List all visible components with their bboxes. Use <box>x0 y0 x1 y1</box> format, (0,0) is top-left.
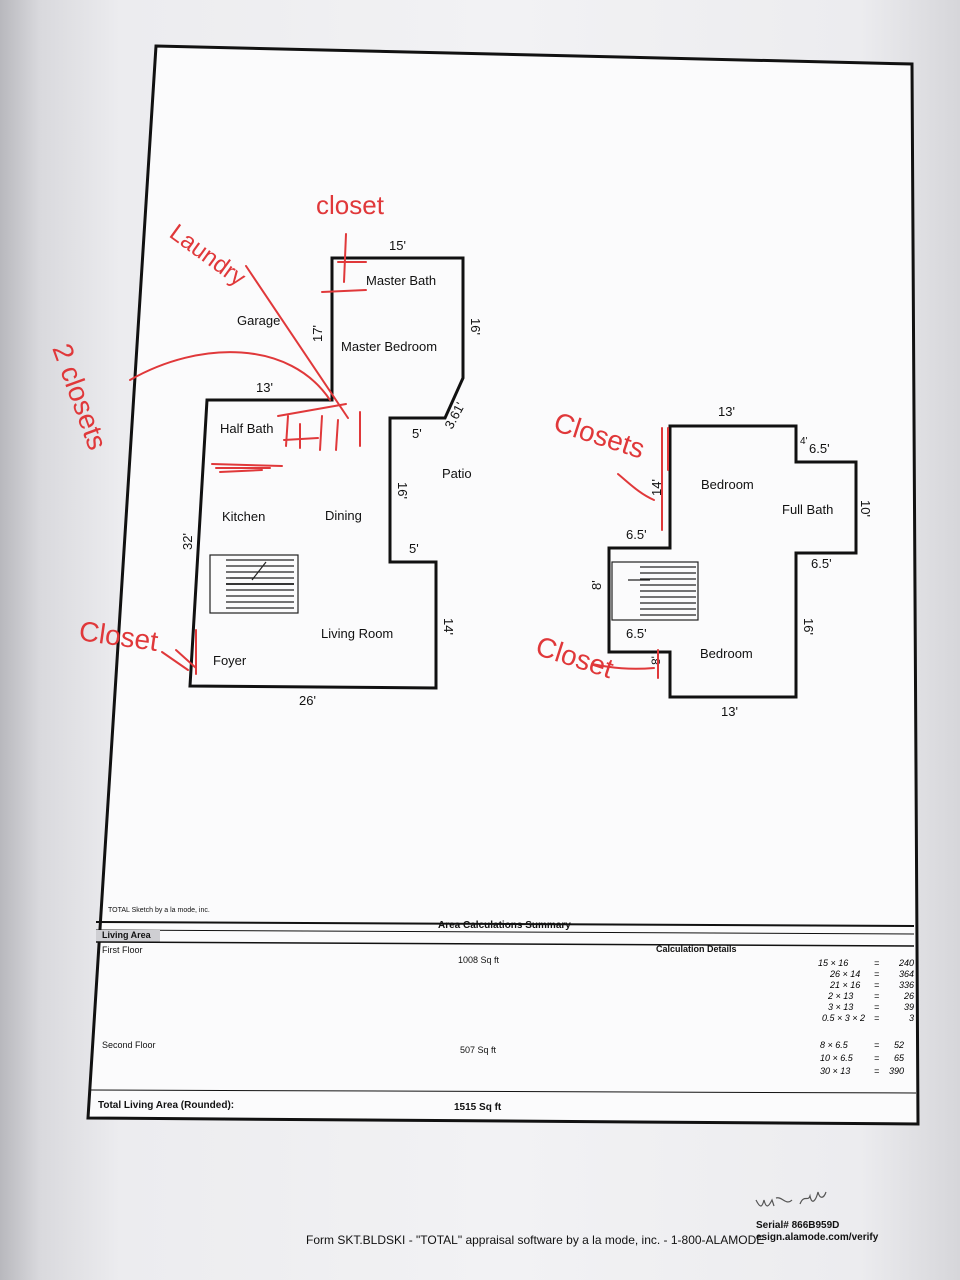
dim-bottom: 26' <box>299 693 316 708</box>
room-bedroom-top: Bedroom <box>701 477 754 492</box>
dim2-right: 16' <box>801 618 816 635</box>
first-floor-area: 1008 Sq ft <box>458 955 500 965</box>
total-label: Total Living Area (Rounded): <box>98 1100 235 1111</box>
dim-step: 13' <box>256 380 273 395</box>
note-closet-top: closet <box>316 190 385 220</box>
first-floor-stairs <box>209 554 299 614</box>
dim2-left-lower: 8' <box>649 656 663 665</box>
room-kitchen: Kitchen <box>222 509 265 524</box>
dim-right-lower: 14' <box>441 618 456 635</box>
dim-top: 15' <box>389 238 406 253</box>
dim-garage-side: 17' <box>310 325 325 342</box>
dim-notch-bottom: 5' <box>409 541 419 556</box>
form-footer: Form SKT.BLDSKI - "TOTAL" appraisal soft… <box>306 1233 765 1247</box>
note-two-closets: 2 closets <box>46 339 113 453</box>
living-area-header: Living Area <box>102 930 151 940</box>
room-living-room: Living Room <box>321 626 393 641</box>
dim-left: 32' <box>180 533 195 550</box>
first-floor-label: First Floor <box>102 945 143 955</box>
room-bedroom-bottom: Bedroom <box>700 646 753 661</box>
dim2-top: 13' <box>718 404 735 419</box>
dim2-bath-side: 10' <box>858 500 873 517</box>
calc-row: 26 × 14=364 <box>830 969 914 979</box>
dim2-stair-side: 8' <box>589 580 604 590</box>
room-foyer: Foyer <box>213 653 247 668</box>
second-floor-label: Second Floor <box>102 1040 156 1050</box>
calc-row: 0.5 × 3 × 2=3 <box>822 1013 914 1023</box>
room-garage: Garage <box>237 313 280 328</box>
room-master-bedroom: Master Bedroom <box>341 339 437 354</box>
sketch-credit: TOTAL Sketch by a la mode, inc. <box>108 907 210 914</box>
summary-title: Area Calculations Summary <box>438 920 571 931</box>
second-floor-calcs: 8 × 6.5=52 10 × 6.5=65 30 × 13=390 <box>810 1040 904 1079</box>
dim-notch-top: 5' <box>412 426 422 441</box>
dim2-bath-bottom: 6.5' <box>811 556 832 571</box>
calc-row: 21 × 16=336 <box>830 980 914 990</box>
second-floor-area: 507 Sq ft <box>460 1045 497 1055</box>
dim2-bath-top: 6.5' <box>809 441 830 456</box>
dim2-stair-top: 6.5' <box>626 527 647 542</box>
verify-url: esign.alamode.com/verify <box>756 1232 879 1243</box>
calc-details-header: Calculation Details <box>656 944 737 954</box>
calc-row: 8 × 6.5=52 <box>820 1040 904 1050</box>
dim2-bath-step: 4' <box>800 436 808 447</box>
room-half-bath: Half Bath <box>220 421 273 436</box>
signature <box>755 1191 827 1207</box>
red-annotation-marks <box>129 233 669 679</box>
second-floor-stairs <box>611 561 699 621</box>
room-dining: Dining <box>325 508 362 523</box>
calc-row: 2 × 13=26 <box>828 991 914 1001</box>
serial-number: Serial# 866B959D <box>756 1220 840 1231</box>
calc-row: 3 × 13=39 <box>828 1002 914 1012</box>
page-frame <box>86 44 920 1126</box>
calc-row: 15 × 16=240 <box>818 958 914 968</box>
room-patio: Patio <box>442 466 472 481</box>
dim2-bottom: 13' <box>721 704 738 719</box>
first-floor-outline <box>188 256 465 690</box>
second-floor-outline <box>607 424 858 699</box>
calc-row: 30 × 13=390 <box>820 1066 904 1076</box>
dim-patio-side: 16' <box>395 482 410 499</box>
dim2-left-upper: 14' <box>649 479 664 496</box>
calc-row: 10 × 6.5=65 <box>820 1053 904 1063</box>
room-full-bath: Full Bath <box>782 502 833 517</box>
total-area: 1515 Sq ft <box>454 1102 502 1113</box>
first-floor-calcs: 15 × 16=240 26 × 14=364 21 × 16=336 2 × … <box>810 958 914 1024</box>
dim-right-upper: 16' <box>468 318 483 335</box>
room-master-bath: Master Bath <box>366 273 436 288</box>
dim2-stair-bottom: 6.5' <box>626 626 647 641</box>
